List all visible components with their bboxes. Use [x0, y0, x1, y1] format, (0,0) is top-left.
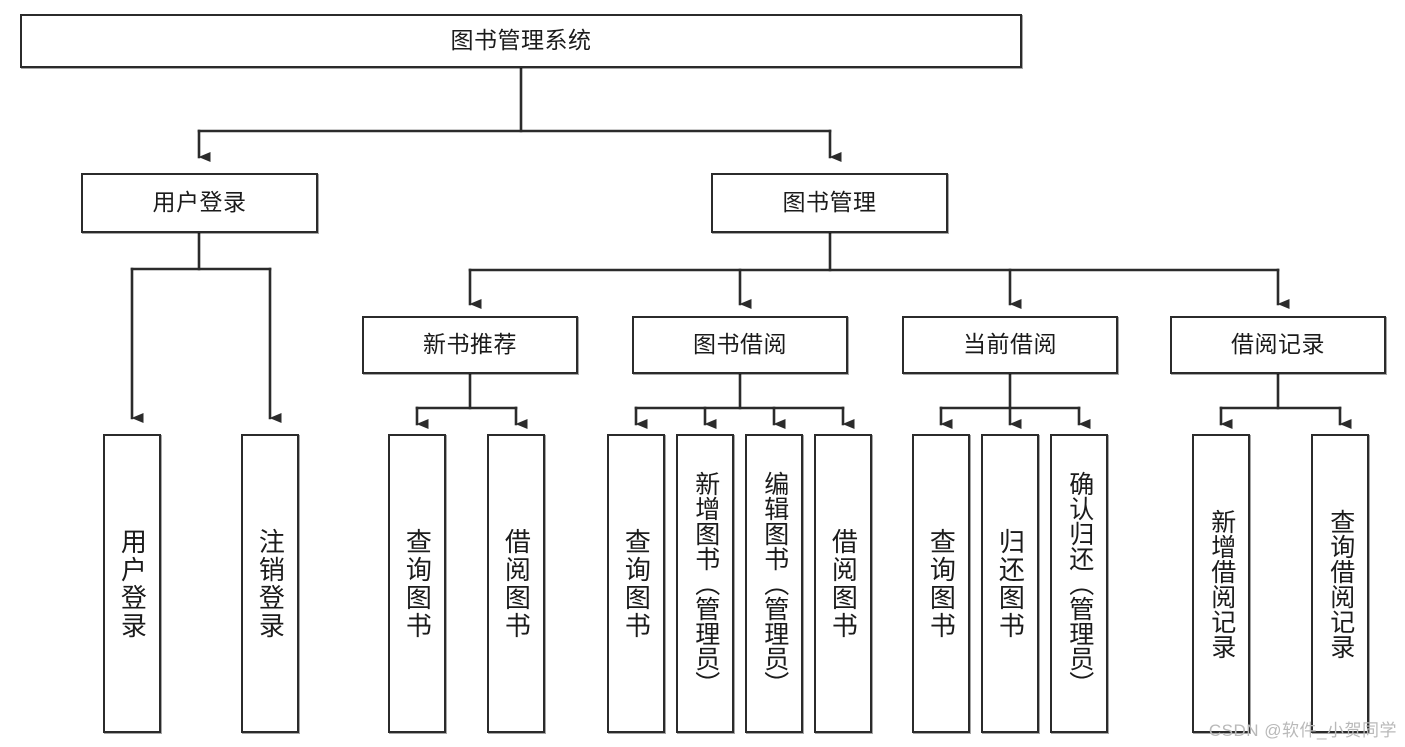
node-leaf-query-book-3-label: 查询图书	[926, 527, 957, 640]
node-leaf-borrow-book-2-label: 借阅图书	[828, 527, 859, 640]
node-new-book-recommend[interactable]: 新书推荐	[362, 316, 578, 374]
node-leaf-confirm-return[interactable]: 确认归还（管理员）	[1050, 434, 1108, 733]
node-root-label: 图书管理系统	[450, 27, 592, 54]
node-new-book-recommend-label: 新书推荐	[423, 331, 517, 358]
node-leaf-borrow-book-2[interactable]: 借阅图书	[814, 434, 872, 733]
node-leaf-query-book-2[interactable]: 查询图书	[607, 434, 665, 733]
node-leaf-user-login[interactable]: 用户登录	[103, 434, 161, 733]
node-root[interactable]: 图书管理系统	[20, 14, 1022, 68]
node-current-borrow-label: 当前借阅	[963, 331, 1057, 358]
node-book-manage-label: 图书管理	[782, 189, 877, 216]
node-leaf-query-record-label: 查询借阅记录	[1326, 508, 1355, 659]
node-leaf-query-record[interactable]: 查询借阅记录	[1311, 434, 1369, 733]
node-leaf-query-book-1-label: 查询图书	[402, 527, 433, 640]
node-book-manage[interactable]: 图书管理	[711, 173, 948, 233]
node-user-login[interactable]: 用户登录	[81, 173, 318, 233]
node-leaf-add-book[interactable]: 新增图书（管理员）	[676, 434, 734, 733]
node-leaf-query-book-1[interactable]: 查询图书	[388, 434, 446, 733]
node-borrow-record-label: 借阅记录	[1231, 331, 1325, 358]
node-leaf-confirm-return-label: 确认归还（管理员）	[1065, 471, 1094, 696]
node-book-borrow-label: 图书借阅	[693, 331, 787, 358]
node-borrow-record[interactable]: 借阅记录	[1170, 316, 1386, 374]
node-user-login-label: 用户登录	[152, 189, 247, 216]
node-leaf-borrow-book-1[interactable]: 借阅图书	[487, 434, 545, 733]
csdn-watermark: CSDN @软件_小贺同学	[1208, 721, 1397, 740]
node-leaf-add-book-label: 新增图书（管理员）	[691, 471, 720, 696]
node-leaf-user-login-label: 用户登录	[117, 527, 148, 640]
node-leaf-logout[interactable]: 注销登录	[241, 434, 299, 733]
node-leaf-return-book-label: 归还图书	[995, 527, 1026, 640]
node-leaf-borrow-book-1-label: 借阅图书	[501, 527, 532, 640]
node-leaf-add-record-label: 新增借阅记录	[1207, 508, 1236, 659]
node-leaf-logout-label: 注销登录	[255, 527, 286, 640]
node-leaf-return-book[interactable]: 归还图书	[981, 434, 1039, 733]
node-leaf-query-book-3[interactable]: 查询图书	[912, 434, 970, 733]
node-leaf-add-record[interactable]: 新增借阅记录	[1192, 434, 1250, 733]
node-leaf-edit-book-label: 编辑图书（管理员）	[760, 471, 789, 696]
node-leaf-query-book-2-label: 查询图书	[621, 527, 652, 640]
node-book-borrow[interactable]: 图书借阅	[632, 316, 848, 374]
node-leaf-edit-book[interactable]: 编辑图书（管理员）	[745, 434, 803, 733]
node-current-borrow[interactable]: 当前借阅	[902, 316, 1118, 374]
